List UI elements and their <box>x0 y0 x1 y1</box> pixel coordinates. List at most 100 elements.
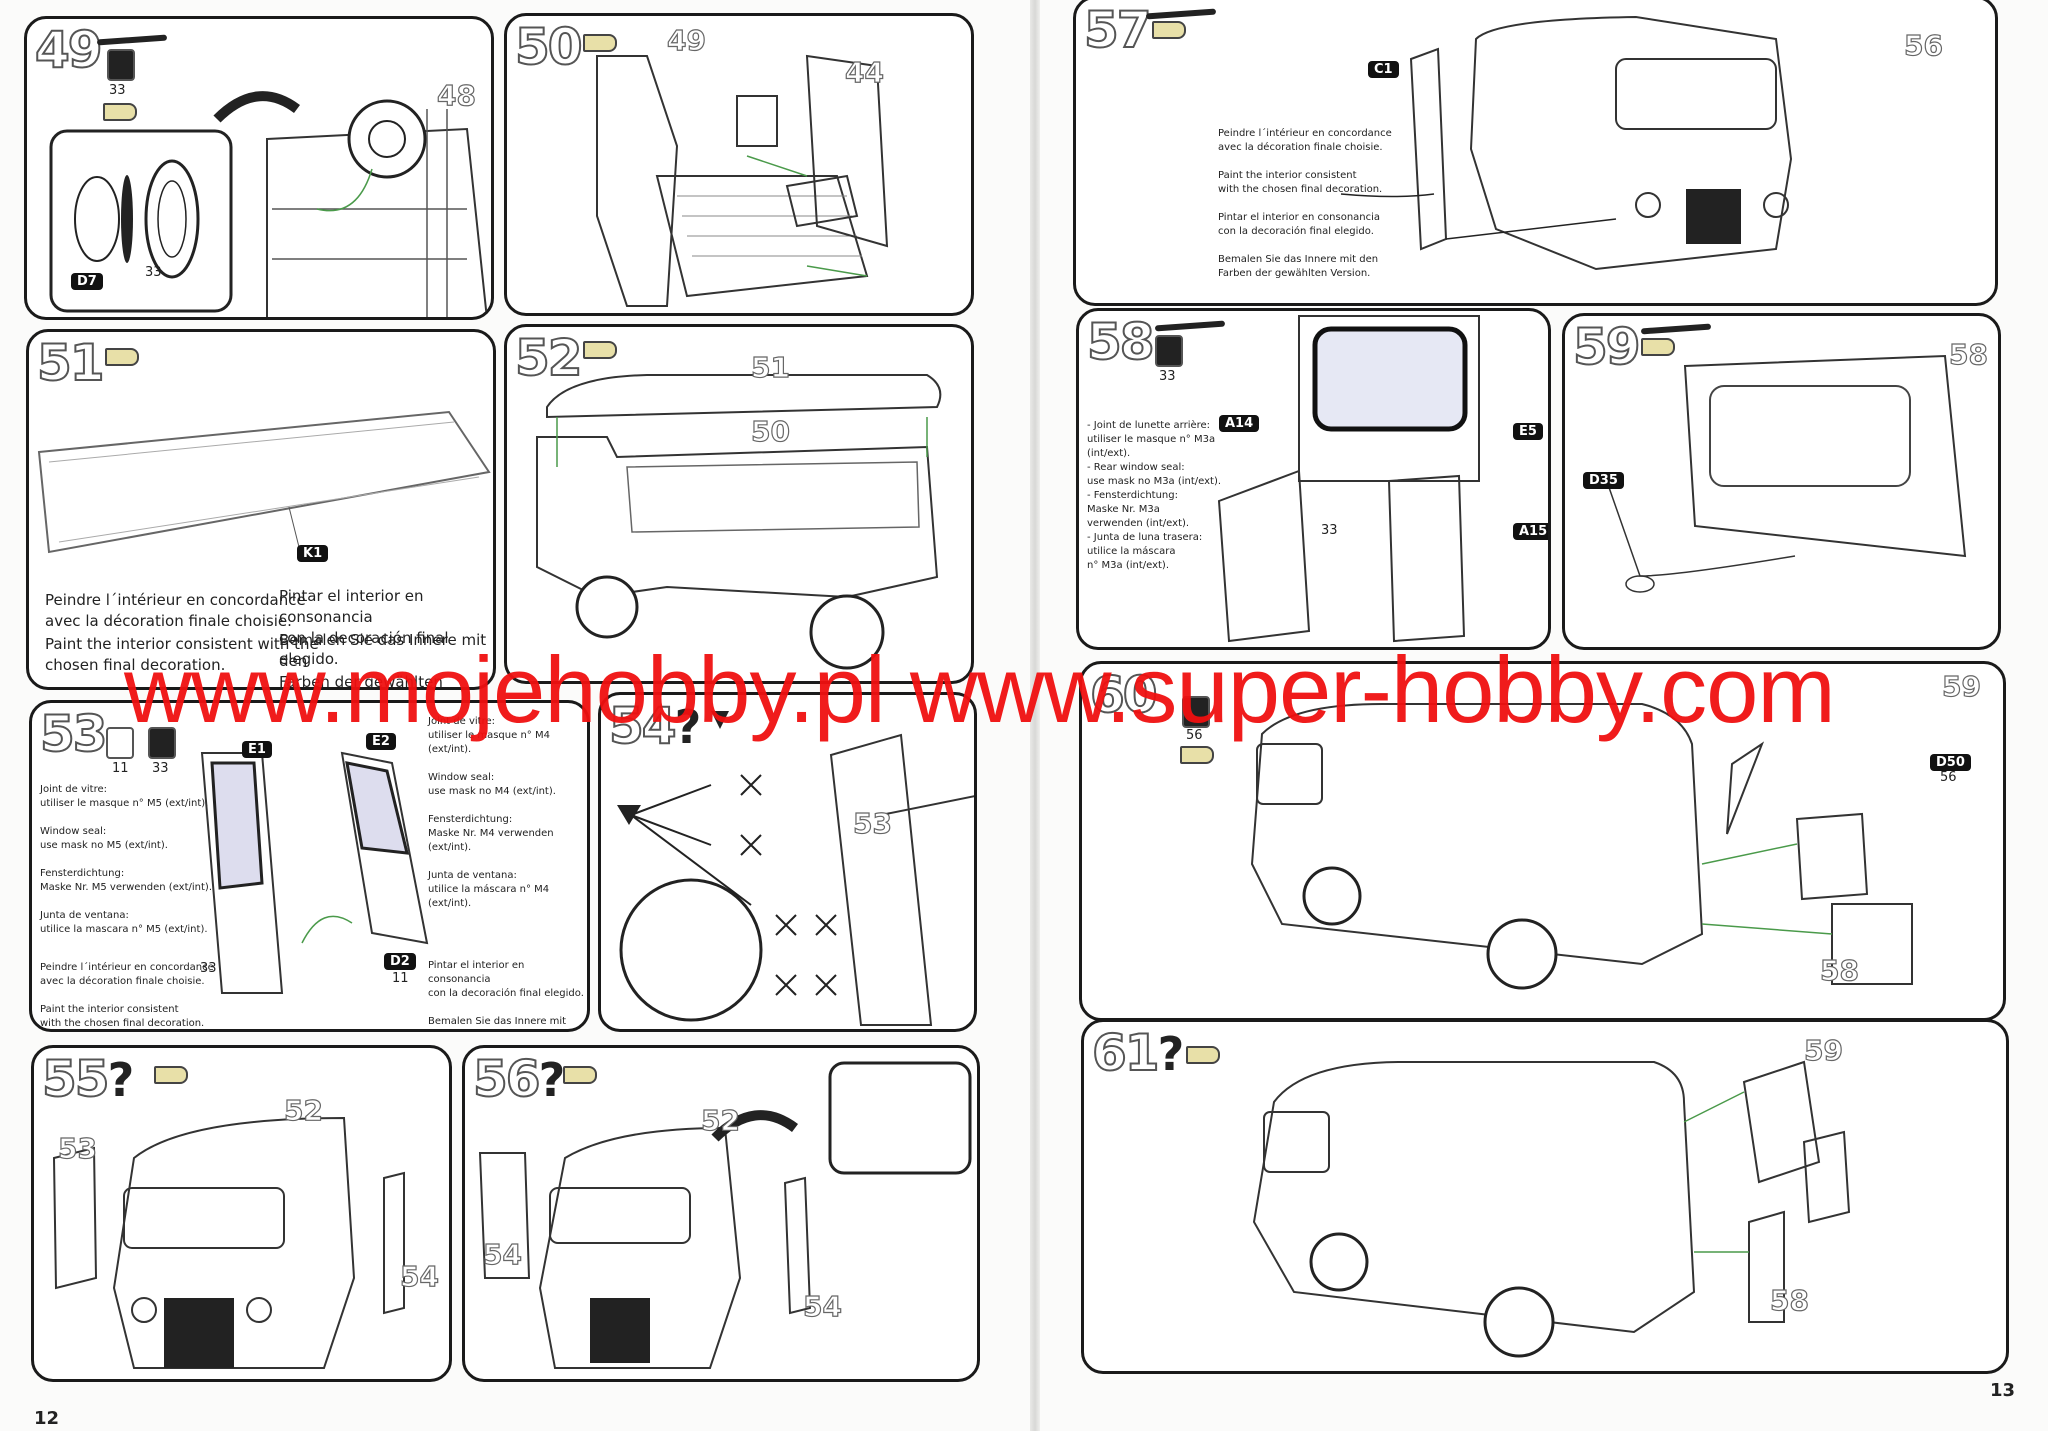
step-52-panel: 52 51 50 <box>504 324 974 684</box>
paint-number: 33 <box>109 83 126 98</box>
step-57-panel: 57 Peindre l´intérieur en concordance av… <box>1073 0 1998 306</box>
step-number: 60 <box>1089 665 1159 725</box>
rear-window-drawing <box>1217 315 1480 643</box>
step-reference: 58 <box>1948 337 1988 371</box>
doors-drawing <box>200 751 429 994</box>
paint-pot-icon <box>1182 696 1210 728</box>
step-59-panel: 59 D35 58 <box>1562 313 2001 650</box>
step-reference: 54 <box>802 1289 842 1323</box>
step-reference: 48 <box>436 78 476 112</box>
step-reference: 56 <box>1903 28 1943 62</box>
paint-instructions: Pintar el interior en consonancia con la… <box>428 960 584 1027</box>
step-51-panel: 51 K1 Peindre l´intérieur en concordance… <box>26 329 496 690</box>
glue-tube-icon <box>1152 21 1186 39</box>
rear-door-drawing <box>1604 354 1967 593</box>
part-label: D35 <box>1583 472 1624 489</box>
glue-tube-icon <box>563 1066 597 1084</box>
step-54-panel: 54? 53 <box>598 692 977 1032</box>
step-number: 53 <box>39 704 109 764</box>
step-number: 55? <box>41 1049 134 1109</box>
part-label: D2 <box>384 953 416 970</box>
step-reference: 53 <box>852 806 892 840</box>
part-label: K1 <box>297 545 329 562</box>
part-label: E2 <box>366 733 396 750</box>
step-reference: 52 <box>700 1103 740 1137</box>
van-roof-assembly-drawing <box>536 374 942 670</box>
step-reference: 54 <box>399 1259 439 1293</box>
step-reference: 52 <box>283 1093 323 1127</box>
step-number: 57 <box>1083 0 1153 60</box>
van-rear-final-drawing <box>1252 1060 1851 1358</box>
paint-instructions: Peindre l´intérieur en concordance avec … <box>1218 128 1392 279</box>
paint-callout: 56 <box>1940 770 1957 785</box>
step-number: 54? <box>608 696 701 756</box>
watermark: www.mojehobby.pl www.super-hobby.com <box>124 637 1836 742</box>
paint-pot-icon <box>106 727 134 759</box>
step-number: 56? <box>472 1049 565 1109</box>
instruction-en: Paint the interior consistent with the c… <box>45 635 319 674</box>
glue-tube-icon <box>1641 338 1675 356</box>
page-number-left: 12 <box>34 1408 60 1429</box>
step-number: 59 <box>1572 317 1642 377</box>
roof-panel-drawing <box>37 410 491 554</box>
step-55-panel: 55? 52 53 54 <box>31 1045 452 1382</box>
part-label: D50 <box>1930 754 1971 771</box>
mask-instructions: Joint de vitre: utiliser le masque n° M4… <box>428 716 556 909</box>
instruction-fr: Peindre l´intérieur en concordance avec … <box>45 591 306 630</box>
van-front-drawing <box>52 1116 405 1369</box>
step-53-panel: 53 11 33 Joint de vitre: utiliser le mas… <box>29 700 590 1032</box>
step-number: 51 <box>36 333 106 393</box>
step-reference: 50 <box>750 414 790 448</box>
glue-tube-icon <box>103 103 137 121</box>
wheel-assembly-drawing <box>49 91 488 317</box>
step-49-panel: 49 33 D7 33 48 <box>24 16 494 320</box>
paint-instructions: Peindre l´intérieur en concordance avec … <box>40 962 214 1029</box>
van-rear-assembly-drawing <box>1250 703 1913 990</box>
part-label: A14 <box>1219 415 1260 432</box>
paint-pot-icon <box>1155 335 1183 367</box>
glue-tube-icon <box>1186 1046 1220 1064</box>
instruction-de: Bemalen Sie das Innere mit den Farben de… <box>279 631 487 690</box>
step-number: 61? <box>1091 1023 1184 1083</box>
glue-tube-icon <box>1180 746 1214 764</box>
van-doors-drawing <box>478 1061 972 1369</box>
step-60-panel: 60 56 D50 56 59 58 <box>1079 661 2006 1021</box>
part-label: A15 <box>1513 523 1548 540</box>
paint-pot-icon <box>148 727 176 759</box>
glue-tube-icon <box>583 34 617 52</box>
step-58-panel: 58 33 - Joint de lunette arrière: utilis… <box>1076 308 1551 650</box>
step-number: 49 <box>34 20 104 80</box>
glue-tube-icon <box>105 348 139 366</box>
step-reference: 51 <box>750 350 790 384</box>
step-50-panel: 50 49 44 <box>504 13 974 316</box>
van-rear-door-drawing <box>1340 15 1793 271</box>
part-label: C1 <box>1368 61 1399 78</box>
mask-instructions: Joint de vitre: utiliser le masque n° M5… <box>40 784 213 935</box>
paint-callout: 33 <box>145 265 162 280</box>
part-label: E5 <box>1513 423 1543 440</box>
paint-number: 11 <box>112 761 129 776</box>
step-reference: 59 <box>1803 1033 1843 1067</box>
paint-number: 33 <box>1159 369 1176 384</box>
step-61-panel: 61? 59 58 <box>1081 1019 2009 1374</box>
glue-tube-icon <box>154 1066 188 1084</box>
paint-number: 56 <box>1186 728 1203 743</box>
paint-callout: 11 <box>392 971 409 986</box>
page-number-right: 13 <box>1990 1380 2016 1401</box>
step-reference: 49 <box>666 23 706 57</box>
paint-callout: 33 <box>200 961 217 976</box>
step-reference: 54 <box>482 1237 522 1271</box>
mask-instructions: - Joint de lunette arrière: utiliser le … <box>1087 420 1222 571</box>
paint-number: 33 <box>152 761 169 776</box>
step-number: 50 <box>514 17 584 77</box>
step-number: 58 <box>1086 312 1156 372</box>
step-reference: 53 <box>57 1131 97 1165</box>
instruction-es: Pintar el interior en consonancia con la… <box>279 587 449 668</box>
paint-pot-icon <box>107 49 135 81</box>
paint-callout: 33 <box>1321 523 1338 538</box>
step-56-panel: 56? 52 54 54 <box>462 1045 980 1382</box>
van-floor-drawing <box>596 54 889 307</box>
part-label: D7 <box>71 273 103 290</box>
step-reference: 58 <box>1769 1283 1809 1317</box>
step-reference: 59 <box>1941 669 1981 703</box>
